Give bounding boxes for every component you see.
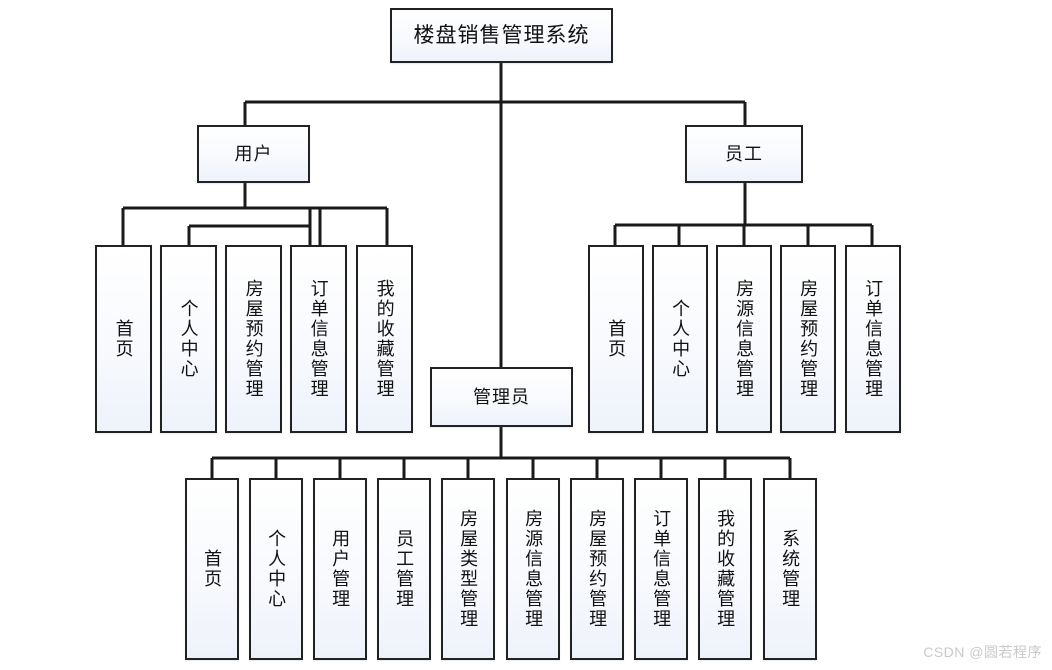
node-user-child-3[interactable]: 房屋预约管理 bbox=[225, 245, 282, 433]
node-user-child-1[interactable]: 首页 bbox=[95, 245, 152, 433]
node-role-user[interactable]: 用户 bbox=[197, 125, 310, 183]
csdn-watermark: CSDN @圆若程序 bbox=[923, 644, 1042, 660]
node-role-staff[interactable]: 员工 bbox=[685, 125, 803, 183]
node-admin-child-3[interactable]: 用户管理 bbox=[313, 478, 367, 660]
node-staff-child-4[interactable]: 房屋预约管理 bbox=[780, 245, 836, 433]
node-admin-child-2[interactable]: 个人中心 bbox=[249, 478, 303, 660]
node-user-child-4[interactable]: 订单信息管理 bbox=[290, 245, 347, 433]
node-admin-child-5[interactable]: 房屋类型管理 bbox=[441, 478, 495, 660]
node-user-child-2[interactable]: 个人中心 bbox=[160, 245, 217, 433]
node-staff-child-5[interactable]: 订单信息管理 bbox=[845, 245, 901, 433]
node-user-child-5[interactable]: 我的收藏管理 bbox=[356, 245, 413, 433]
node-admin-child-1[interactable]: 首页 bbox=[185, 478, 239, 660]
node-admin-child-7[interactable]: 房屋预约管理 bbox=[570, 478, 624, 660]
node-role-admin[interactable]: 管理员 bbox=[430, 367, 573, 427]
node-admin-child-6[interactable]: 房源信息管理 bbox=[506, 478, 560, 660]
node-root[interactable]: 楼盘销售管理系统 bbox=[390, 8, 613, 63]
node-staff-child-2[interactable]: 个人中心 bbox=[652, 245, 708, 433]
node-staff-child-3[interactable]: 房源信息管理 bbox=[716, 245, 772, 433]
node-admin-child-8[interactable]: 订单信息管理 bbox=[634, 478, 688, 660]
node-admin-child-10[interactable]: 系统管理 bbox=[763, 478, 817, 660]
node-admin-child-9[interactable]: 我的收藏管理 bbox=[698, 478, 752, 660]
node-admin-child-4[interactable]: 员工管理 bbox=[377, 478, 431, 660]
node-staff-child-1[interactable]: 首页 bbox=[588, 245, 644, 433]
